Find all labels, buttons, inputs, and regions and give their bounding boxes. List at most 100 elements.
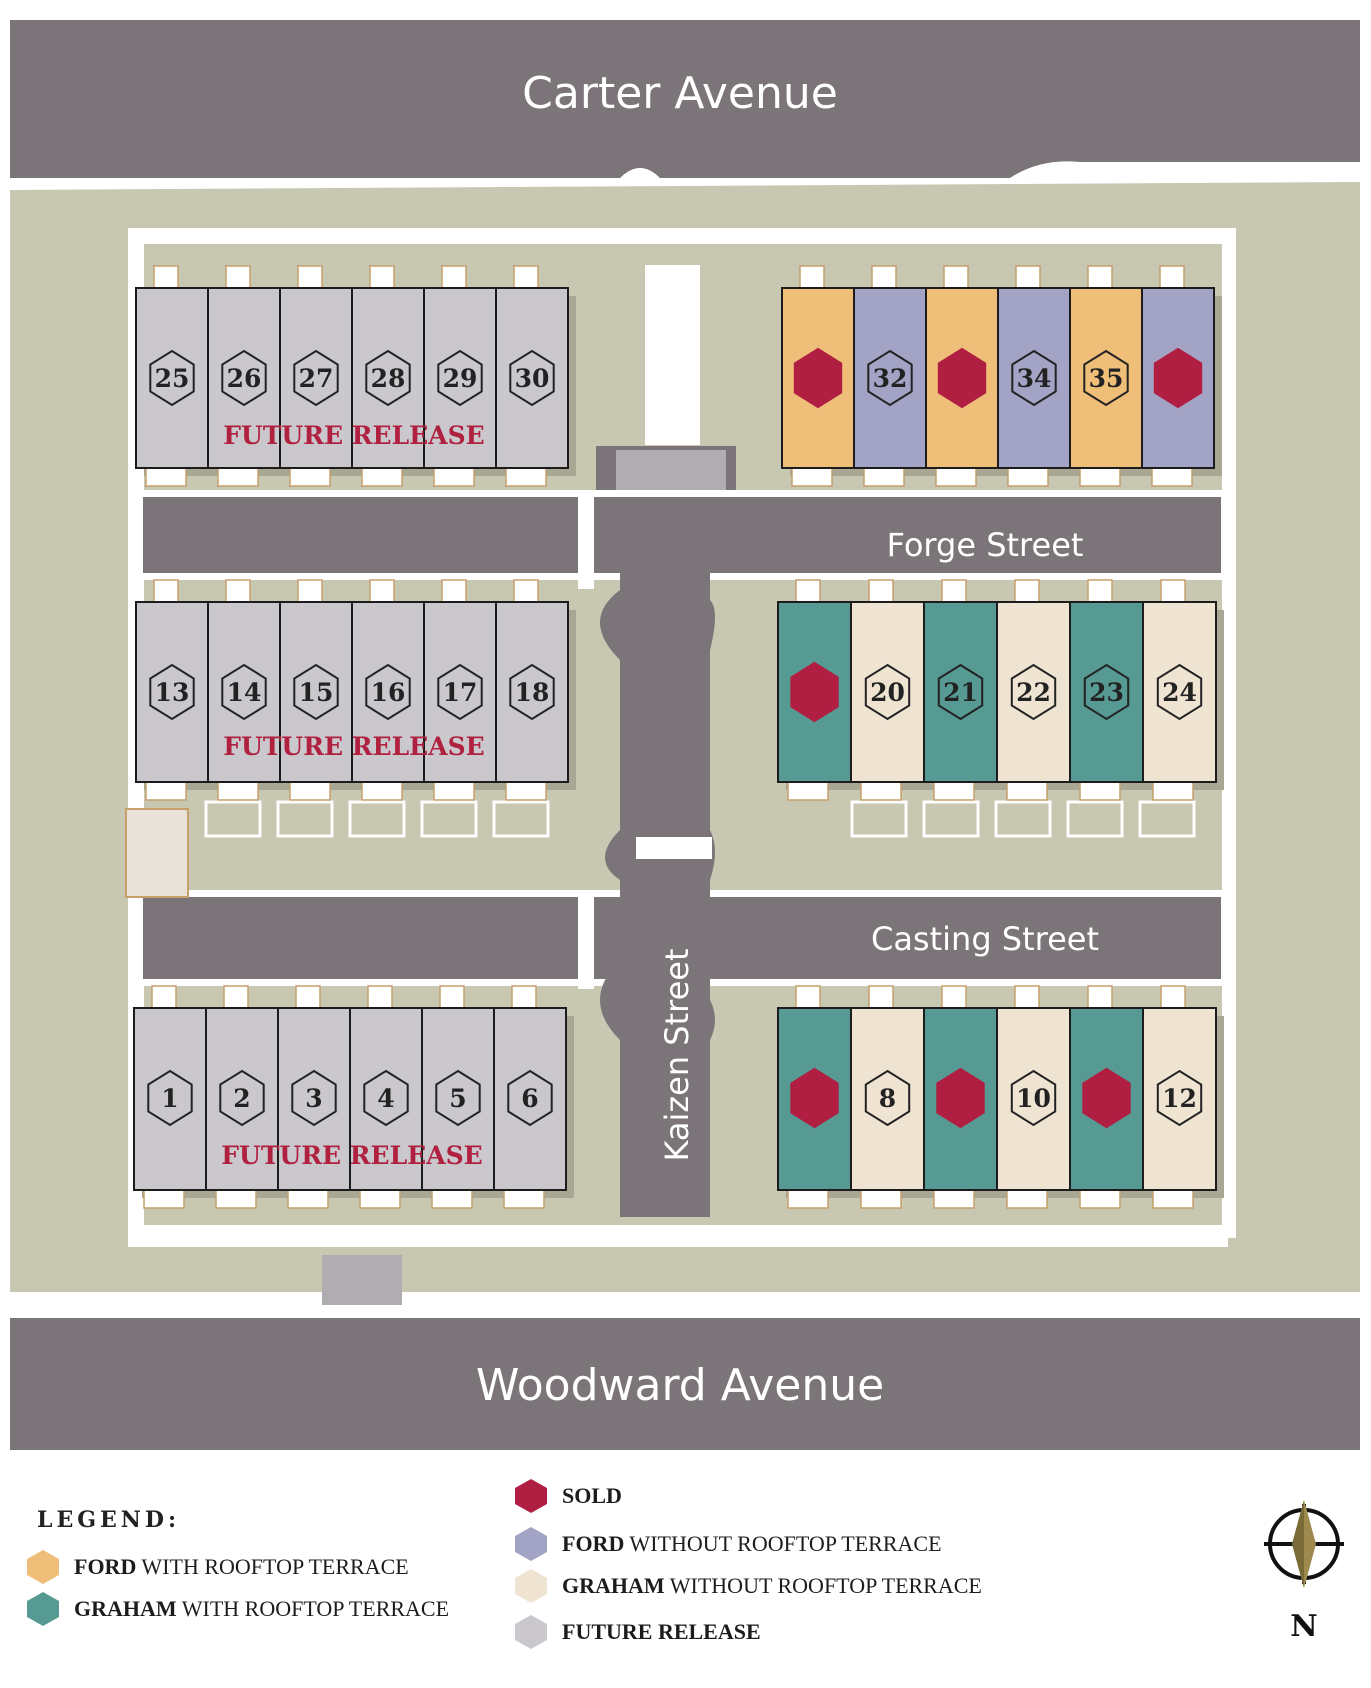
mailbox-kiosk [125,808,189,898]
unit-26[interactable]: 26 [207,287,281,469]
unit-29[interactable]: 29 [423,287,497,469]
landscape-pad [1066,800,1124,838]
unit-number-label: 14 [227,678,262,707]
unit-hexagon-icon [1010,663,1057,721]
stairway [645,265,700,445]
unit-number-label: 10 [1016,1084,1051,1113]
unit-15[interactable]: 15 [279,601,353,783]
unit-hexagon-icon [293,663,339,721]
unit-number-label: 35 [1089,364,1124,393]
sold-hexagon-icon [793,347,843,409]
unit-36[interactable] [1141,287,1215,469]
sold-hexagon-icon [790,1067,839,1129]
unit-number-label: 1 [161,1084,178,1113]
unit-11[interactable] [1069,1007,1144,1191]
landscape-pad [276,800,334,838]
unit-number-label: 27 [299,364,334,393]
unit-hexagon-icon [437,349,483,407]
street-label-forge-street: Forge Street [887,526,1084,564]
unit-hexagon-icon [937,663,984,721]
unit-hexagon-icon [149,663,195,721]
unit-33[interactable] [925,287,999,469]
unit-2[interactable]: 2 [205,1007,279,1191]
unit-number-label: 17 [443,678,478,707]
hexagon-icon [27,1592,59,1626]
unit-hexagon-icon [363,1069,409,1127]
unit-hexagon-icon [435,1069,481,1127]
sold-hexagon-icon [937,347,987,409]
unit-32[interactable]: 32 [853,287,927,469]
unit-19[interactable] [777,601,852,783]
hexagon-icon [27,1550,59,1584]
unit-28[interactable]: 28 [351,287,425,469]
unit-34[interactable]: 34 [997,287,1071,469]
unit-number-label: 6 [521,1084,538,1113]
unit-8[interactable]: 8 [850,1007,925,1191]
unit-17[interactable]: 17 [423,601,497,783]
unit-3[interactable]: 3 [277,1007,351,1191]
future-release-label: FUTURE RELEASE [223,732,484,761]
unit-22[interactable]: 22 [996,601,1071,783]
unit-35[interactable]: 35 [1069,287,1143,469]
compass-north-label: N [1290,1609,1317,1644]
unit-24[interactable]: 24 [1142,601,1217,783]
unit-hexagon-icon [507,1069,553,1127]
unit-16[interactable]: 16 [351,601,425,783]
unit-hexagon-icon [291,1069,337,1127]
unit-block-ne: 32 34 35 [781,265,1222,487]
landscape-pad [420,800,478,838]
street-label-kaizen-street: Kaizen Street [658,948,696,1161]
unit-6[interactable]: 6 [493,1007,567,1191]
unit-12[interactable]: 12 [1142,1007,1217,1191]
north-arrow-icon: N [1264,1500,1344,1644]
unit-10[interactable]: 10 [996,1007,1071,1191]
unit-7[interactable] [777,1007,852,1191]
sold-hexagon-icon [936,1067,985,1129]
street-label-casting-street: Casting Street [871,920,1099,958]
unit-14[interactable]: 14 [207,601,281,783]
landscape-pad [204,800,262,838]
unit-9[interactable] [923,1007,998,1191]
unit-number-label: 2 [233,1084,250,1113]
unit-13[interactable]: 13 [135,601,209,783]
hexagon-icon [515,1479,547,1513]
unit-18[interactable]: 18 [495,601,569,783]
unit-hexagon-icon [365,663,411,721]
unit-number-label: 28 [371,364,406,393]
crosswalk [578,497,594,589]
unit-30[interactable]: 30 [495,287,569,469]
sold-hexagon-icon [1153,347,1203,409]
hexagon-icon [515,1569,547,1603]
unit-4[interactable]: 4 [349,1007,423,1191]
unit-block-se: 8 10 12 [777,985,1224,1209]
unit-number-label: 22 [1016,678,1051,707]
unit-1[interactable]: 1 [133,1007,207,1191]
unit-20[interactable]: 20 [850,601,925,783]
unit-27[interactable]: 27 [279,287,353,469]
unit-5[interactable]: 5 [421,1007,495,1191]
unit-hexagon-icon [1156,1069,1203,1127]
unit-23[interactable]: 23 [1069,601,1144,783]
landscape-pad [850,800,908,838]
unit-21[interactable]: 21 [923,601,998,783]
unit-number-label: 5 [449,1084,466,1113]
unit-hexagon-icon [864,1069,911,1127]
unit-25[interactable]: 25 [135,287,209,469]
unit-number-label: 16 [371,678,406,707]
unit-hexagon-icon [219,1069,265,1127]
legend-item-graham-no-rooftop: GRAHAM WITHOUT ROOFTOP TERRACE [514,1568,982,1604]
unit-hexagon-icon [1010,1069,1057,1127]
landscape-pad [348,800,406,838]
unit-number-label: 21 [943,678,978,707]
legend-item-ford-rooftop: FORD WITH ROOFTOP TERRACE [26,1549,409,1585]
unit-31[interactable] [781,287,855,469]
legend-item-future-release: FUTURE RELEASE [514,1614,761,1650]
landscape-pad [922,800,980,838]
unit-hexagon-icon [1083,349,1129,407]
unit-number-label: 3 [305,1084,322,1113]
unit-number-label: 18 [515,678,550,707]
